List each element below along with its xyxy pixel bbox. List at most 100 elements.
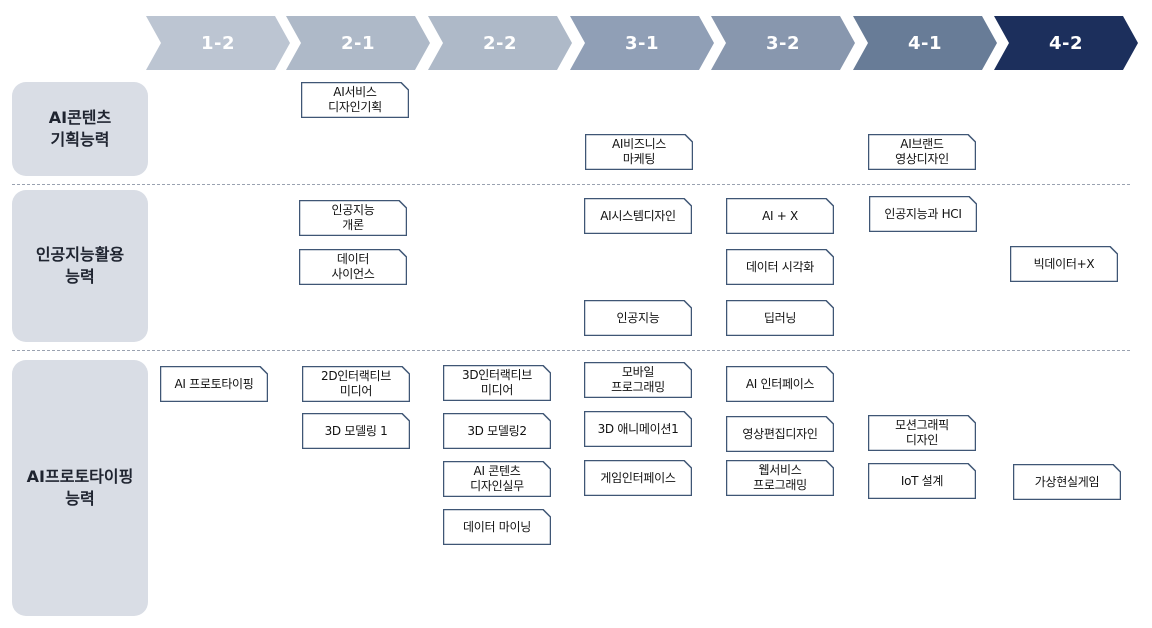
course-label: IoT 설계 bbox=[900, 473, 944, 488]
course-box: AI 인터페이스 bbox=[726, 366, 834, 402]
course-box: 3D 모델링2 bbox=[443, 413, 551, 449]
course-box-shape bbox=[869, 196, 977, 232]
course-box-shape bbox=[868, 463, 976, 499]
section-divider bbox=[12, 350, 1130, 351]
course-label: 인공지능 개론 bbox=[331, 203, 375, 232]
course-label: 데이터 마이닝 bbox=[463, 519, 531, 534]
course-box-shape bbox=[443, 509, 551, 545]
course-label: 모션그래픽 디자인 bbox=[895, 418, 949, 447]
course-box: 웹서비스 프로그래밍 bbox=[726, 460, 834, 496]
course-box: 인공지능 bbox=[584, 300, 692, 336]
stage-3-1: 3-1 bbox=[570, 16, 714, 70]
stage-label: 2-1 bbox=[340, 32, 376, 54]
course-label: 인공지능과 HCI bbox=[884, 206, 962, 221]
stage-4-1: 4-1 bbox=[853, 16, 997, 70]
course-box-shape bbox=[726, 366, 834, 402]
stage-timeline: 1-2 2-1 2-2 3-1 3-2 4-1 4-2 bbox=[0, 0, 1152, 80]
course-box-shape bbox=[160, 366, 268, 402]
stage-arrow-shape bbox=[146, 16, 290, 70]
course-box: 데이터 사이언스 bbox=[299, 249, 407, 285]
course-box-shape bbox=[584, 411, 692, 447]
course-box: 빅데이터+X bbox=[1010, 246, 1118, 282]
course-box: 2D인터랙티브 미디어 bbox=[302, 366, 410, 402]
course-label: 영상편집디자인 bbox=[742, 426, 818, 441]
course-box-shape bbox=[584, 362, 692, 398]
course-box-shape bbox=[302, 366, 410, 402]
course-box: AI시스템디자인 bbox=[584, 198, 692, 234]
course-box-shape bbox=[584, 460, 692, 496]
stage-label: 4-1 bbox=[907, 32, 943, 54]
course-box-shape bbox=[585, 134, 693, 170]
stage-arrow-shape bbox=[853, 16, 997, 70]
course-box: AI비즈니스 마케팅 bbox=[585, 134, 693, 170]
stage-2-2: 2-2 bbox=[428, 16, 572, 70]
course-box-shape bbox=[1010, 246, 1118, 282]
course-box-shape bbox=[584, 198, 692, 234]
course-box: IoT 설계 bbox=[868, 463, 976, 499]
stage-arrow-shape bbox=[994, 16, 1138, 70]
course-box: 데이터 마이닝 bbox=[443, 509, 551, 545]
stage-label: 2-2 bbox=[482, 32, 518, 54]
stage-1-2: 1-2 bbox=[146, 16, 290, 70]
course-box-shape bbox=[443, 365, 551, 401]
course-box: 모바일 프로그래밍 bbox=[584, 362, 692, 398]
stage-2-1: 2-1 bbox=[286, 16, 430, 70]
course-box-shape bbox=[868, 134, 976, 170]
stage-arrow-shape bbox=[286, 16, 430, 70]
course-label: 데이터 시각화 bbox=[746, 259, 814, 274]
course-box: 3D 모델링 1 bbox=[302, 413, 410, 449]
course-box: AI 프로토타이핑 bbox=[160, 366, 268, 402]
course-label: AI 인터페이스 bbox=[745, 376, 815, 391]
course-box-shape bbox=[443, 461, 551, 497]
course-label: AI + X bbox=[762, 208, 798, 223]
course-box-shape bbox=[584, 300, 692, 336]
course-box: AI 콘텐츠 디자인실무 bbox=[443, 461, 551, 497]
course-label: AI서비스 디자인기획 bbox=[328, 85, 382, 114]
course-label: AI브랜드 영상디자인 bbox=[895, 137, 949, 166]
course-box: AI브랜드 영상디자인 bbox=[868, 134, 976, 170]
course-label: AI시스템디자인 bbox=[600, 208, 676, 223]
section-divider bbox=[12, 184, 1130, 185]
course-box: 딥러닝 bbox=[726, 300, 834, 336]
course-box-shape bbox=[726, 198, 834, 234]
course-label: 게임인터페이스 bbox=[600, 470, 676, 485]
course-box: 영상편집디자인 bbox=[726, 416, 834, 452]
course-box: AI서비스 디자인기획 bbox=[301, 82, 409, 118]
course-box: AI + X bbox=[726, 198, 834, 234]
stage-label: 3-2 bbox=[765, 32, 801, 54]
course-label: 2D인터랙티브 미디어 bbox=[321, 369, 391, 398]
category-ai-utilization: 인공지능활용 능력 bbox=[12, 190, 148, 342]
course-box-shape bbox=[726, 249, 834, 285]
course-label: 빅데이터+X bbox=[1033, 256, 1095, 271]
course-box-shape bbox=[726, 460, 834, 496]
course-box-shape bbox=[868, 415, 976, 451]
course-label: 3D인터랙티브 미디어 bbox=[462, 368, 532, 397]
stage-label: 4-2 bbox=[1048, 32, 1084, 54]
stage-3-2: 3-2 bbox=[711, 16, 855, 70]
course-box-shape bbox=[726, 416, 834, 452]
category-ai-prototyping: AI프로토타이핑 능력 bbox=[12, 360, 148, 616]
course-box: 게임인터페이스 bbox=[584, 460, 692, 496]
course-box: 3D 애니메이션1 bbox=[584, 411, 692, 447]
course-box-shape bbox=[1013, 464, 1121, 500]
course-label: AI 프로토타이핑 bbox=[174, 376, 254, 391]
course-box: 인공지능과 HCI bbox=[869, 196, 977, 232]
stage-arrow-shape bbox=[711, 16, 855, 70]
course-box: 모션그래픽 디자인 bbox=[868, 415, 976, 451]
course-label: 가상현실게임 bbox=[1034, 474, 1100, 489]
course-label: 데이터 사이언스 bbox=[331, 252, 375, 281]
course-box-shape bbox=[299, 200, 407, 236]
course-box: 3D인터랙티브 미디어 bbox=[443, 365, 551, 401]
stage-label: 3-1 bbox=[624, 32, 660, 54]
course-box-shape bbox=[299, 249, 407, 285]
course-label: 3D 모델링 1 bbox=[324, 423, 388, 438]
stage-arrow-shape bbox=[428, 16, 572, 70]
stage-label: 1-2 bbox=[200, 32, 236, 54]
stage-4-2: 4-2 bbox=[994, 16, 1138, 70]
course-label: 딥러닝 bbox=[763, 310, 797, 325]
course-box-shape bbox=[726, 300, 834, 336]
course-label: AI 콘텐츠 디자인실무 bbox=[470, 464, 524, 493]
course-label: AI비즈니스 마케팅 bbox=[611, 137, 667, 166]
stage-arrow-shape bbox=[570, 16, 714, 70]
course-box: 인공지능 개론 bbox=[299, 200, 407, 236]
